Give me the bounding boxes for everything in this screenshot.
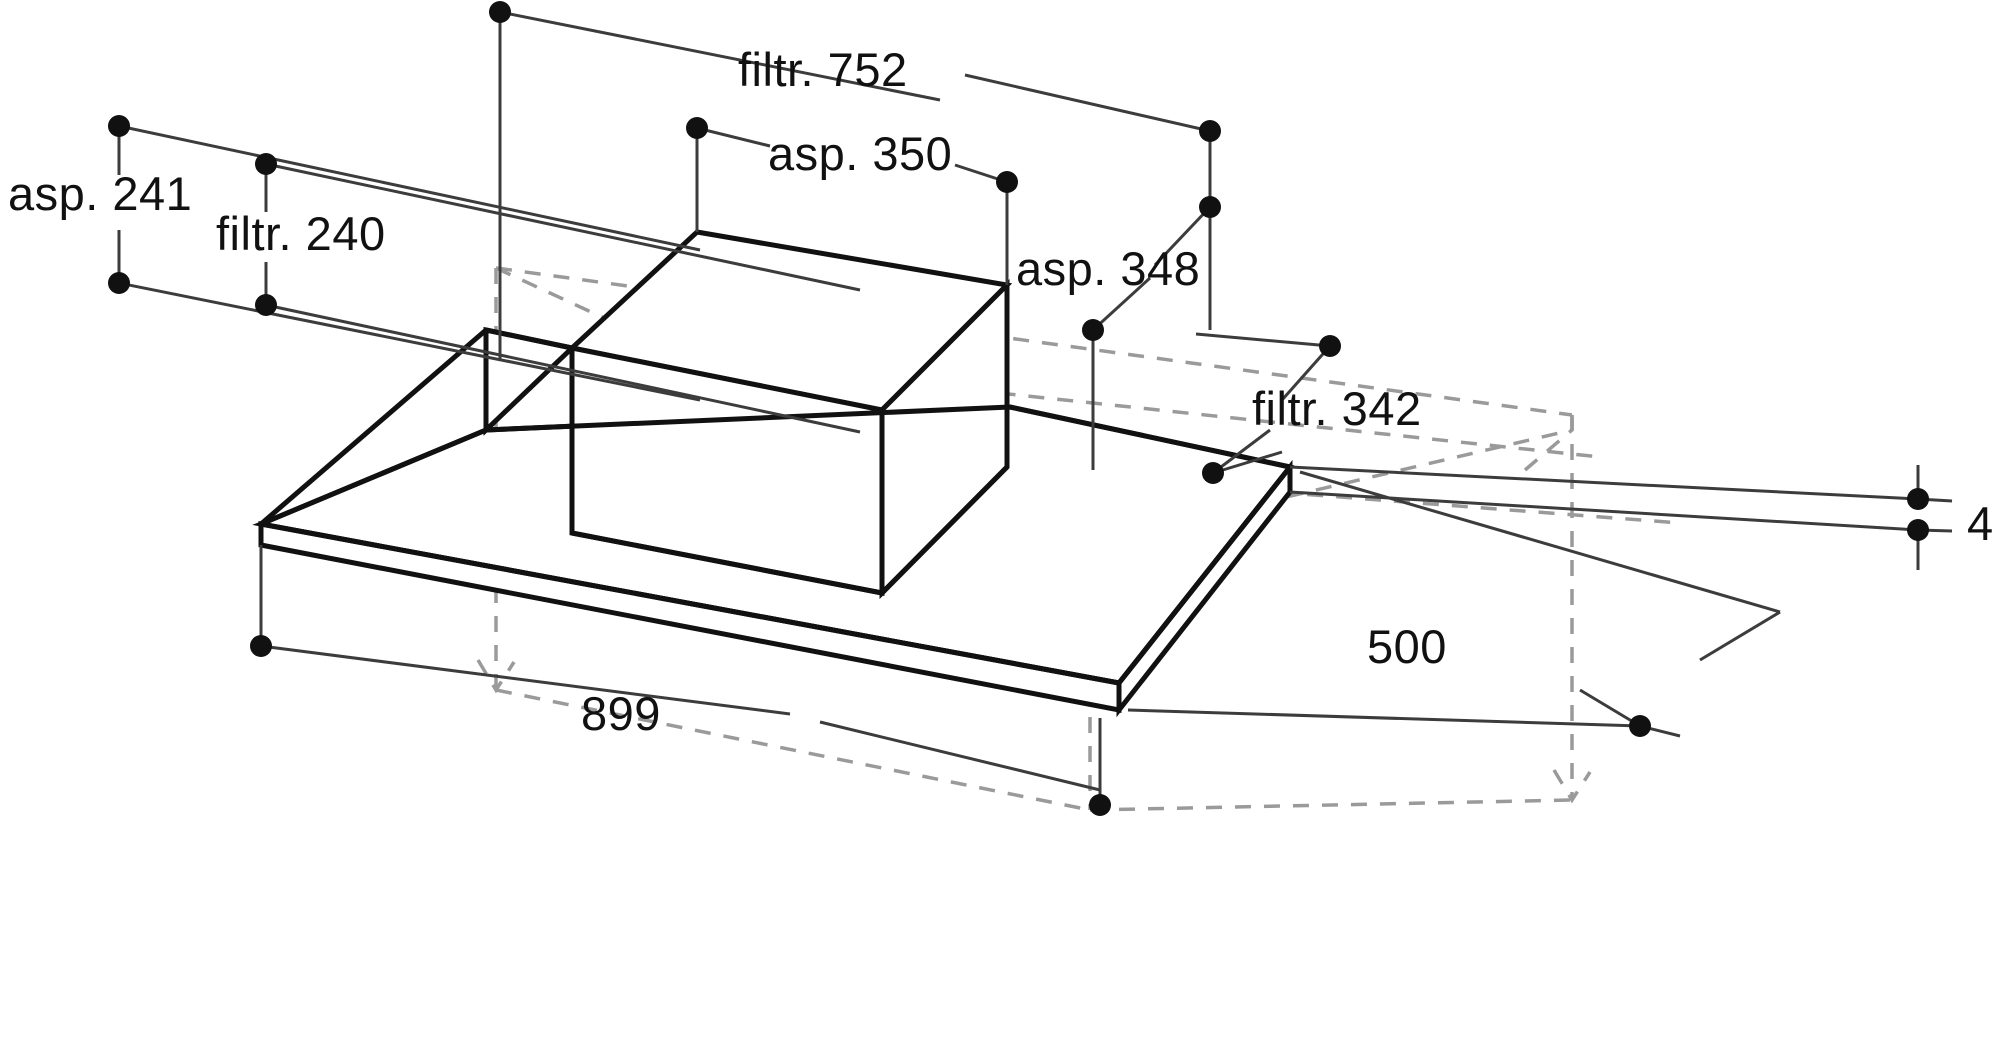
dim-899-right-leader (819, 720, 1101, 792)
dot-filtr342-top (1319, 335, 1341, 357)
dim-filtr752-right-leader (964, 73, 1211, 133)
plate-rear-edge (485, 404, 1011, 433)
dim-500-lower-leader (1127, 708, 1641, 728)
dim-filtr342-bottom-hook (1212, 428, 1271, 475)
dot-asp241-upper (108, 115, 130, 137)
dim-500-hook-lower (1579, 688, 1641, 728)
dot-asp350-right (996, 171, 1018, 193)
dimension-label-filtr-752: filtr. 752 (738, 43, 908, 96)
dim-filtr342-top-hook (1280, 345, 1332, 401)
hidden-top-front-edge (1089, 428, 1573, 545)
plate-front-long-edge (260, 521, 1120, 686)
dot-filtr342-bottom (1202, 462, 1224, 484)
dimension-label-asp-241: asp. 241 (8, 167, 192, 220)
plate-right-diagonal (1009, 404, 1291, 470)
dimension-label-filtr-240: filtr. 240 (216, 207, 386, 260)
dim-filtr342-top-leader (1195, 332, 1331, 348)
dot-899-left (250, 635, 272, 657)
dimension-dots-group (108, 1, 1929, 816)
hidden-overlay-line-lower (699, 446, 1681, 525)
dim-asp241-upper-leader (118, 124, 701, 252)
dim-filtr240-lower-leader (265, 303, 861, 434)
dim-asp348-upper-leader (1153, 205, 1212, 267)
dim-4-upper-leader (1289, 465, 1919, 501)
dot-filtr752-left (489, 1, 511, 23)
dot-500-lower (1629, 715, 1651, 737)
plate-front-diagonal (1117, 465, 1292, 685)
hidden-mid-bottom-tick (1552, 769, 1592, 804)
dim-asp241-lower-leader (118, 281, 701, 402)
dot-filtr752-right (1199, 120, 1221, 142)
dim-899-left-leader (260, 644, 791, 716)
hood-front-bottom-edge (571, 530, 883, 596)
dim-filtr342-bottom-leader (1212, 450, 1283, 475)
hidden-left-bottom-tick (476, 659, 516, 694)
dim-asp350-left-leader (696, 126, 771, 148)
dot-asp350-left (686, 117, 708, 139)
dimension-label-depth-500: 500 (1367, 620, 1447, 673)
hidden-bottom-right-edge (1089, 798, 1573, 812)
dot-4-lower (1907, 519, 1929, 541)
dot-asp348-upper (1199, 196, 1221, 218)
dot-asp241-lower (108, 272, 130, 294)
dot-filtr240-lower (255, 294, 277, 316)
dim-asp348-lower-leader (1091, 276, 1152, 332)
dim-500-upper-leader (1299, 470, 1781, 614)
plate-left-diagonal (260, 427, 487, 527)
dot-filtr240-upper (255, 153, 277, 175)
hood-left-step-slope (259, 328, 488, 526)
dimension-labels-group: asp. 241 filtr. 240 filtr. 752 asp. 350 … (8, 43, 1994, 740)
hood-body-group (566, 229, 1013, 600)
dim-500-hook-upper (1699, 610, 1781, 662)
dimension-label-asp-348: asp. 348 (1016, 242, 1200, 295)
hood-right-bottom-edge (880, 465, 1009, 595)
dimension-label-filtr-342: filtr. 342 (1252, 382, 1422, 435)
dot-asp348-lower (1082, 319, 1104, 341)
dimension-label-asp-350: asp. 350 (768, 127, 952, 180)
dimension-label-width-899: 899 (581, 687, 661, 740)
dim-filtr240-upper-leader (265, 162, 861, 292)
dim-filtr752-left-leader (499, 10, 941, 102)
dot-899-right (1089, 794, 1111, 816)
dot-4-upper (1907, 488, 1929, 510)
dimension-label-thickness-4: 4 (1967, 497, 1994, 550)
hidden-right-corner-bracket (1523, 418, 1574, 472)
junction-lines-group (260, 285, 1292, 686)
hidden-bottom-rear-edge (495, 688, 1091, 812)
